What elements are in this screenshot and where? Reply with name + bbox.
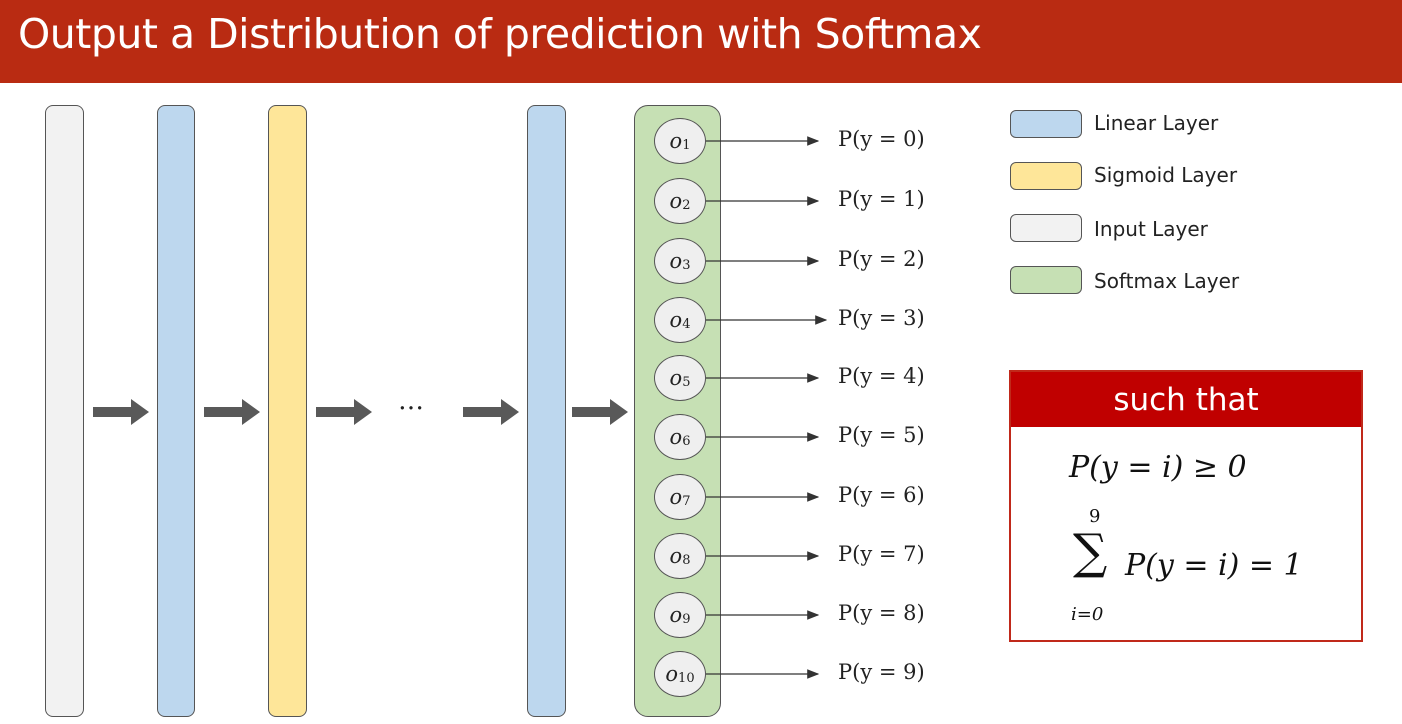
page-title: Output a Distribution of prediction with… xyxy=(18,10,982,58)
legend-label-input: Input Layer xyxy=(1094,217,1208,241)
probability-label: P(y = 2) xyxy=(838,247,925,271)
linear-layer-column-1 xyxy=(157,105,195,717)
title-bar: Output a Distribution of prediction with… xyxy=(0,0,1402,83)
constraint-box: such that P(y = i) ≥ 0 9 ∑ i=0 P(y = i) … xyxy=(1009,370,1363,642)
flow-arrow-icon xyxy=(316,399,372,425)
flow-arrow-icon xyxy=(204,399,260,425)
probability-label: P(y = 1) xyxy=(838,187,925,211)
nonnegativity-equation: P(y = i) ≥ 0 xyxy=(1069,450,1247,485)
ellipsis: … xyxy=(398,386,424,416)
normalization-equation: P(y = i) = 1 xyxy=(1125,548,1303,583)
constraint-box-header: such that xyxy=(1011,372,1361,427)
flow-arrow-icon xyxy=(463,399,519,425)
input-layer-column xyxy=(45,105,84,717)
flow-arrow-icon xyxy=(93,399,149,425)
legend-label-sigmoid: Sigmoid Layer xyxy=(1094,163,1238,187)
probability-label: P(y = 3) xyxy=(838,306,925,330)
probability-label: P(y = 8) xyxy=(838,601,925,625)
sum-symbol: ∑ xyxy=(1073,524,1108,580)
legend-label-softmax: Softmax Layer xyxy=(1094,269,1240,293)
legend-swatch-input xyxy=(1010,214,1082,242)
sigmoid-layer-column xyxy=(268,105,307,717)
probability-label: P(y = 9) xyxy=(838,660,925,684)
probability-label: P(y = 4) xyxy=(838,364,925,388)
linear-layer-column-2 xyxy=(527,105,566,717)
probability-label: P(y = 7) xyxy=(838,542,925,566)
legend-swatch-sigmoid xyxy=(1010,162,1082,190)
probability-label: P(y = 6) xyxy=(838,483,925,507)
probability-label: P(y = 5) xyxy=(838,423,925,447)
legend-label-linear: Linear Layer xyxy=(1094,111,1219,135)
legend-swatch-softmax xyxy=(1010,266,1082,294)
probability-label: P(y = 0) xyxy=(838,127,925,151)
legend-swatch-linear xyxy=(1010,110,1082,138)
flow-arrow-icon xyxy=(572,399,628,425)
sum-upper-limit: 9 xyxy=(1089,506,1101,527)
sum-lower-limit: i=0 xyxy=(1071,604,1104,625)
